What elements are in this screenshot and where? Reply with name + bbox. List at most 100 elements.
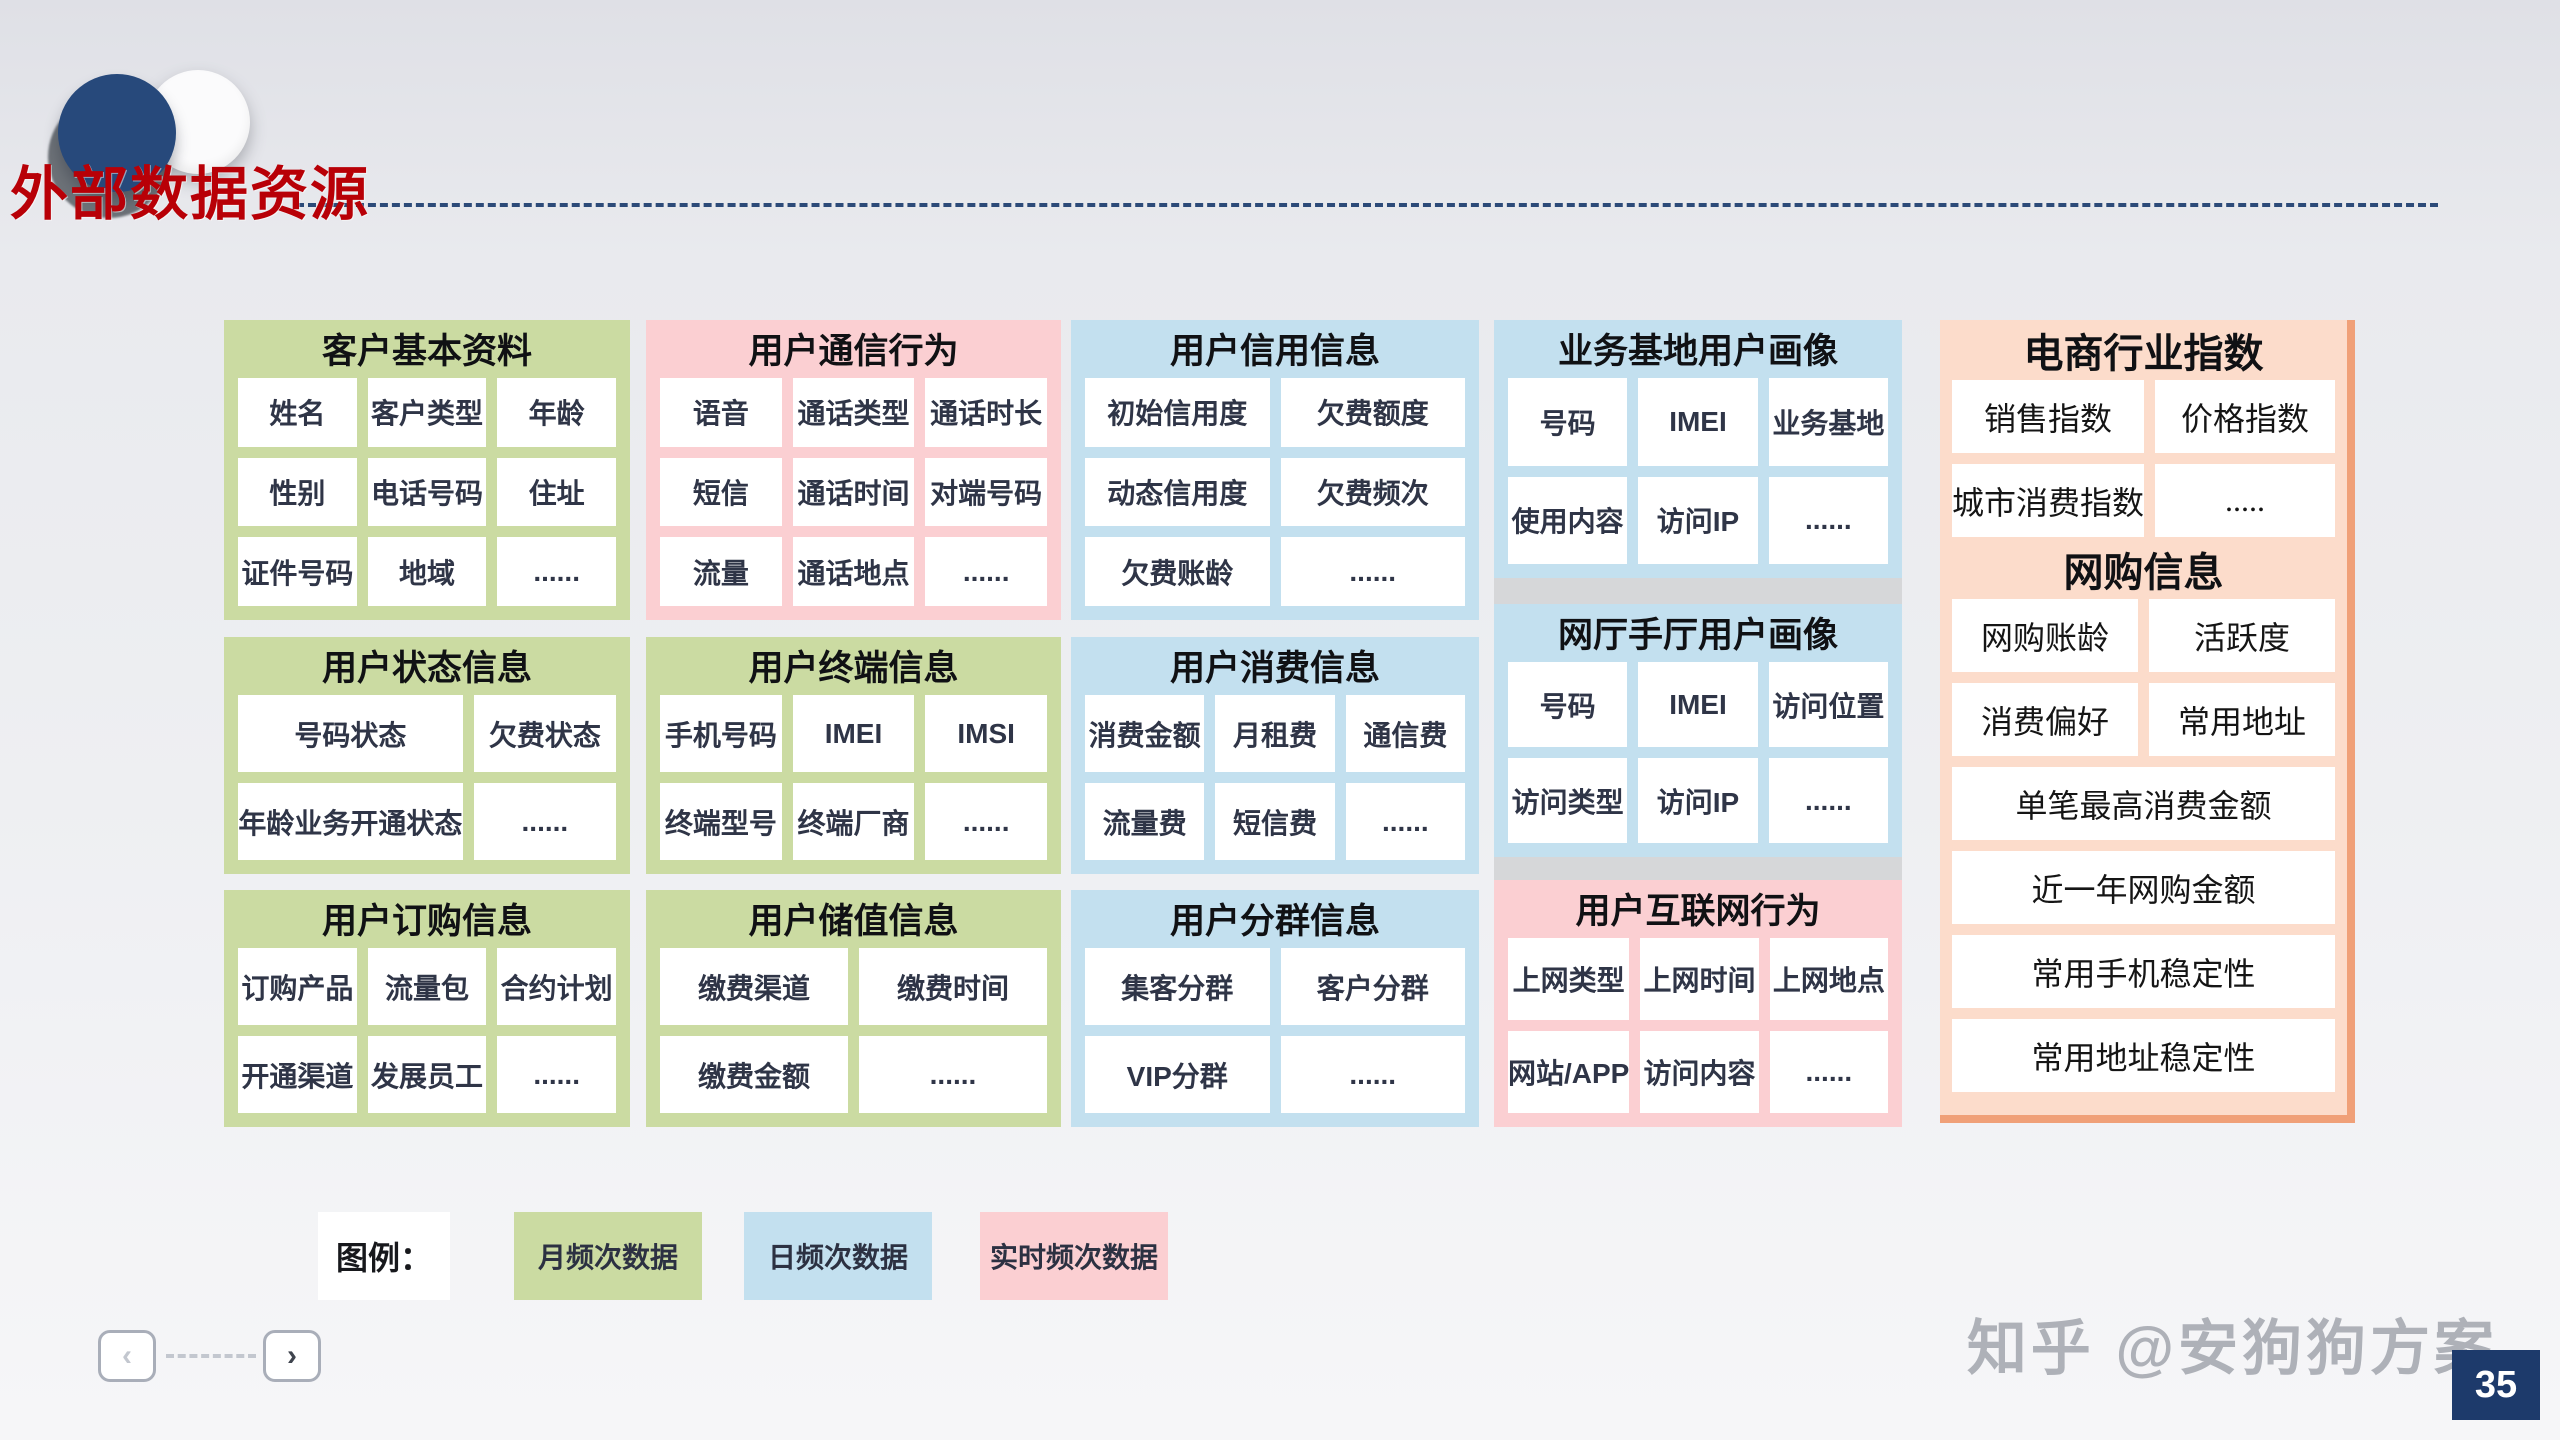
data-field-cell: 号码状态 [238, 695, 463, 772]
data-field-cell: ...... [497, 1036, 616, 1113]
data-field-cell: 通话类型 [792, 378, 915, 447]
data-field-cell: 使用内容 [1508, 476, 1628, 564]
data-field-cell: 对端号码 [925, 457, 1047, 527]
panel-title: 客户基本资料 [321, 332, 532, 371]
data-field-cell: 单笔最高消费金额 [1952, 767, 2335, 840]
data-field-cell: 上网类型 [1508, 938, 1630, 1020]
data-field-cell: ...... [497, 537, 616, 606]
panel-title: 网厅手厅用户画像 [1557, 616, 1838, 655]
column-spacer-band [1494, 578, 1902, 604]
data-field-cell: 消费金额 [1085, 695, 1205, 772]
data-field-cell: 动态信用度 [1085, 457, 1270, 527]
data-field-cell: ...... [1768, 758, 1888, 843]
data-field-cell: 流量 [660, 537, 782, 606]
data-field-cell: ...... [1768, 476, 1888, 564]
panel-online-shopping: 网购信息网购账龄活跃度消费偏好常用地址单笔最高消费金额近一年网购金额常用手机稳定… [1952, 547, 2335, 1092]
legend-chip-realtime: 实时频次数据 [980, 1212, 1169, 1300]
data-field-cell: 性别 [238, 457, 357, 527]
panel-stored: 用户储值信息缴费渠道缴费时间缴费金额...... [646, 890, 1061, 1127]
data-field-cell: 订购产品 [238, 948, 357, 1025]
data-field-cell: ...... [473, 783, 616, 860]
panel-cells: 消费金额月租费通信费流量费短信费...... [1085, 695, 1465, 860]
data-field-cell: 通话时长 [925, 378, 1047, 447]
data-field-cell: 销售指数 [1952, 380, 2145, 453]
chevron-left-icon: ‹ [122, 1339, 132, 1372]
panel-title: 用户订购信息 [321, 902, 532, 941]
panel-title: 用户储值信息 [748, 902, 959, 941]
chevron-right-icon: › [287, 1339, 297, 1372]
data-field-cell: 号码 [1508, 662, 1628, 747]
previous-slide-button[interactable]: ‹ [98, 1330, 156, 1382]
data-field-cell: 姓名 [238, 378, 357, 447]
data-field-cell: ...... [859, 1036, 1047, 1113]
data-field-cell: 流量包 [367, 948, 487, 1025]
legend-chip-day: 日频次数据 [744, 1212, 933, 1300]
data-field-cell: IMEI [1638, 378, 1758, 466]
data-field-cell: 终端厂商 [792, 783, 915, 860]
panel-ecommerce-index: 电商行业指数销售指数价格指数城市消费指数..... [1952, 328, 2335, 537]
data-field-cell: 欠费额度 [1280, 378, 1465, 447]
legend-spacer [450, 1212, 514, 1300]
data-field-cell: 手机号码 [660, 695, 782, 772]
data-field-cell: ...... [1280, 537, 1465, 606]
data-field-cell: 城市消费指数 [1952, 464, 2145, 537]
data-field-cell: 常用地址稳定性 [1952, 1019, 2335, 1092]
panel-title: 用户状态信息 [321, 649, 532, 688]
legend-items: 月频次数据日频次数据实时频次数据 [514, 1212, 1169, 1300]
legend-spacer [932, 1212, 980, 1300]
panel-cells: 缴费渠道缴费时间缴费金额...... [660, 948, 1047, 1113]
nav-dashed-line [166, 1354, 256, 1358]
panel-title: 用户通信行为 [748, 332, 959, 371]
data-field-cell: IMSI [925, 695, 1047, 772]
panel-title: 电商行业指数 [2023, 331, 2264, 376]
data-field-cell: 访问IP [1638, 476, 1758, 564]
panel-title: 网购信息 [2063, 550, 2224, 595]
data-field-cell: 缴费渠道 [660, 948, 848, 1025]
data-field-cell: 欠费账龄 [1085, 537, 1270, 606]
panel-comm: 用户通信行为语音通话类型通话时长短信通话时间对端号码流量通话地点...... [646, 320, 1061, 620]
panel-credit: 用户信用信息初始信用度欠费额度动态信用度欠费频次欠费账龄...... [1071, 320, 1479, 620]
data-field-cell: ...... [925, 783, 1047, 860]
data-field-cell: 地域 [367, 537, 487, 606]
data-field-cell: IMEI [792, 695, 915, 772]
data-field-cell: 开通渠道 [238, 1036, 357, 1113]
data-field-cell: 流量费 [1085, 783, 1205, 860]
data-field-cell: 欠费状态 [473, 695, 616, 772]
data-field-cell: ..... [2155, 464, 2335, 537]
data-field-cell: 月租费 [1215, 695, 1335, 772]
legend-chip-month: 月频次数据 [514, 1212, 703, 1300]
next-slide-button[interactable]: › [263, 1330, 321, 1382]
legend: 图例： 月频次数据日频次数据实时频次数据 [318, 1212, 1169, 1300]
data-field-cell: 客户类型 [367, 378, 487, 447]
data-field-cell: 合约计划 [497, 948, 616, 1025]
data-field-cell: 访问IP [1638, 758, 1758, 843]
data-field-cell: 欠费频次 [1280, 457, 1465, 527]
data-field-cell: 近一年网购金额 [1952, 851, 2335, 924]
panel-title: 用户分群信息 [1169, 902, 1380, 941]
data-field-cell: 缴费时间 [859, 948, 1047, 1025]
data-field-cell: 客户分群 [1280, 948, 1465, 1025]
data-field-cell: ...... [1769, 1031, 1888, 1113]
data-field-cell: VIP分群 [1085, 1036, 1270, 1113]
data-field-cell: 集客分群 [1085, 948, 1270, 1025]
data-field-cell: 业务基地 [1768, 378, 1888, 466]
panel-cells: 初始信用度欠费额度动态信用度欠费频次欠费账龄...... [1085, 378, 1465, 606]
data-field-cell: 通话地点 [792, 537, 915, 606]
data-field-cell: 年龄 [497, 378, 616, 447]
panel-cells: 网购账龄活跃度消费偏好常用地址单笔最高消费金额近一年网购金额常用手机稳定性常用地… [1952, 599, 2335, 1092]
data-field-cell: 网站/APP [1508, 1031, 1630, 1113]
panel-title: 业务基地用户画像 [1557, 332, 1838, 371]
data-field-cell: 发展员工 [367, 1036, 487, 1113]
panel-title: 用户终端信息 [748, 649, 959, 688]
column-spacer-band [1494, 857, 1902, 880]
data-field-cell: 电话号码 [367, 457, 487, 527]
data-field-cell: 上网地点 [1769, 938, 1888, 1020]
panel-title: 用户消费信息 [1169, 649, 1380, 688]
data-field-cell: 语音 [660, 378, 782, 447]
